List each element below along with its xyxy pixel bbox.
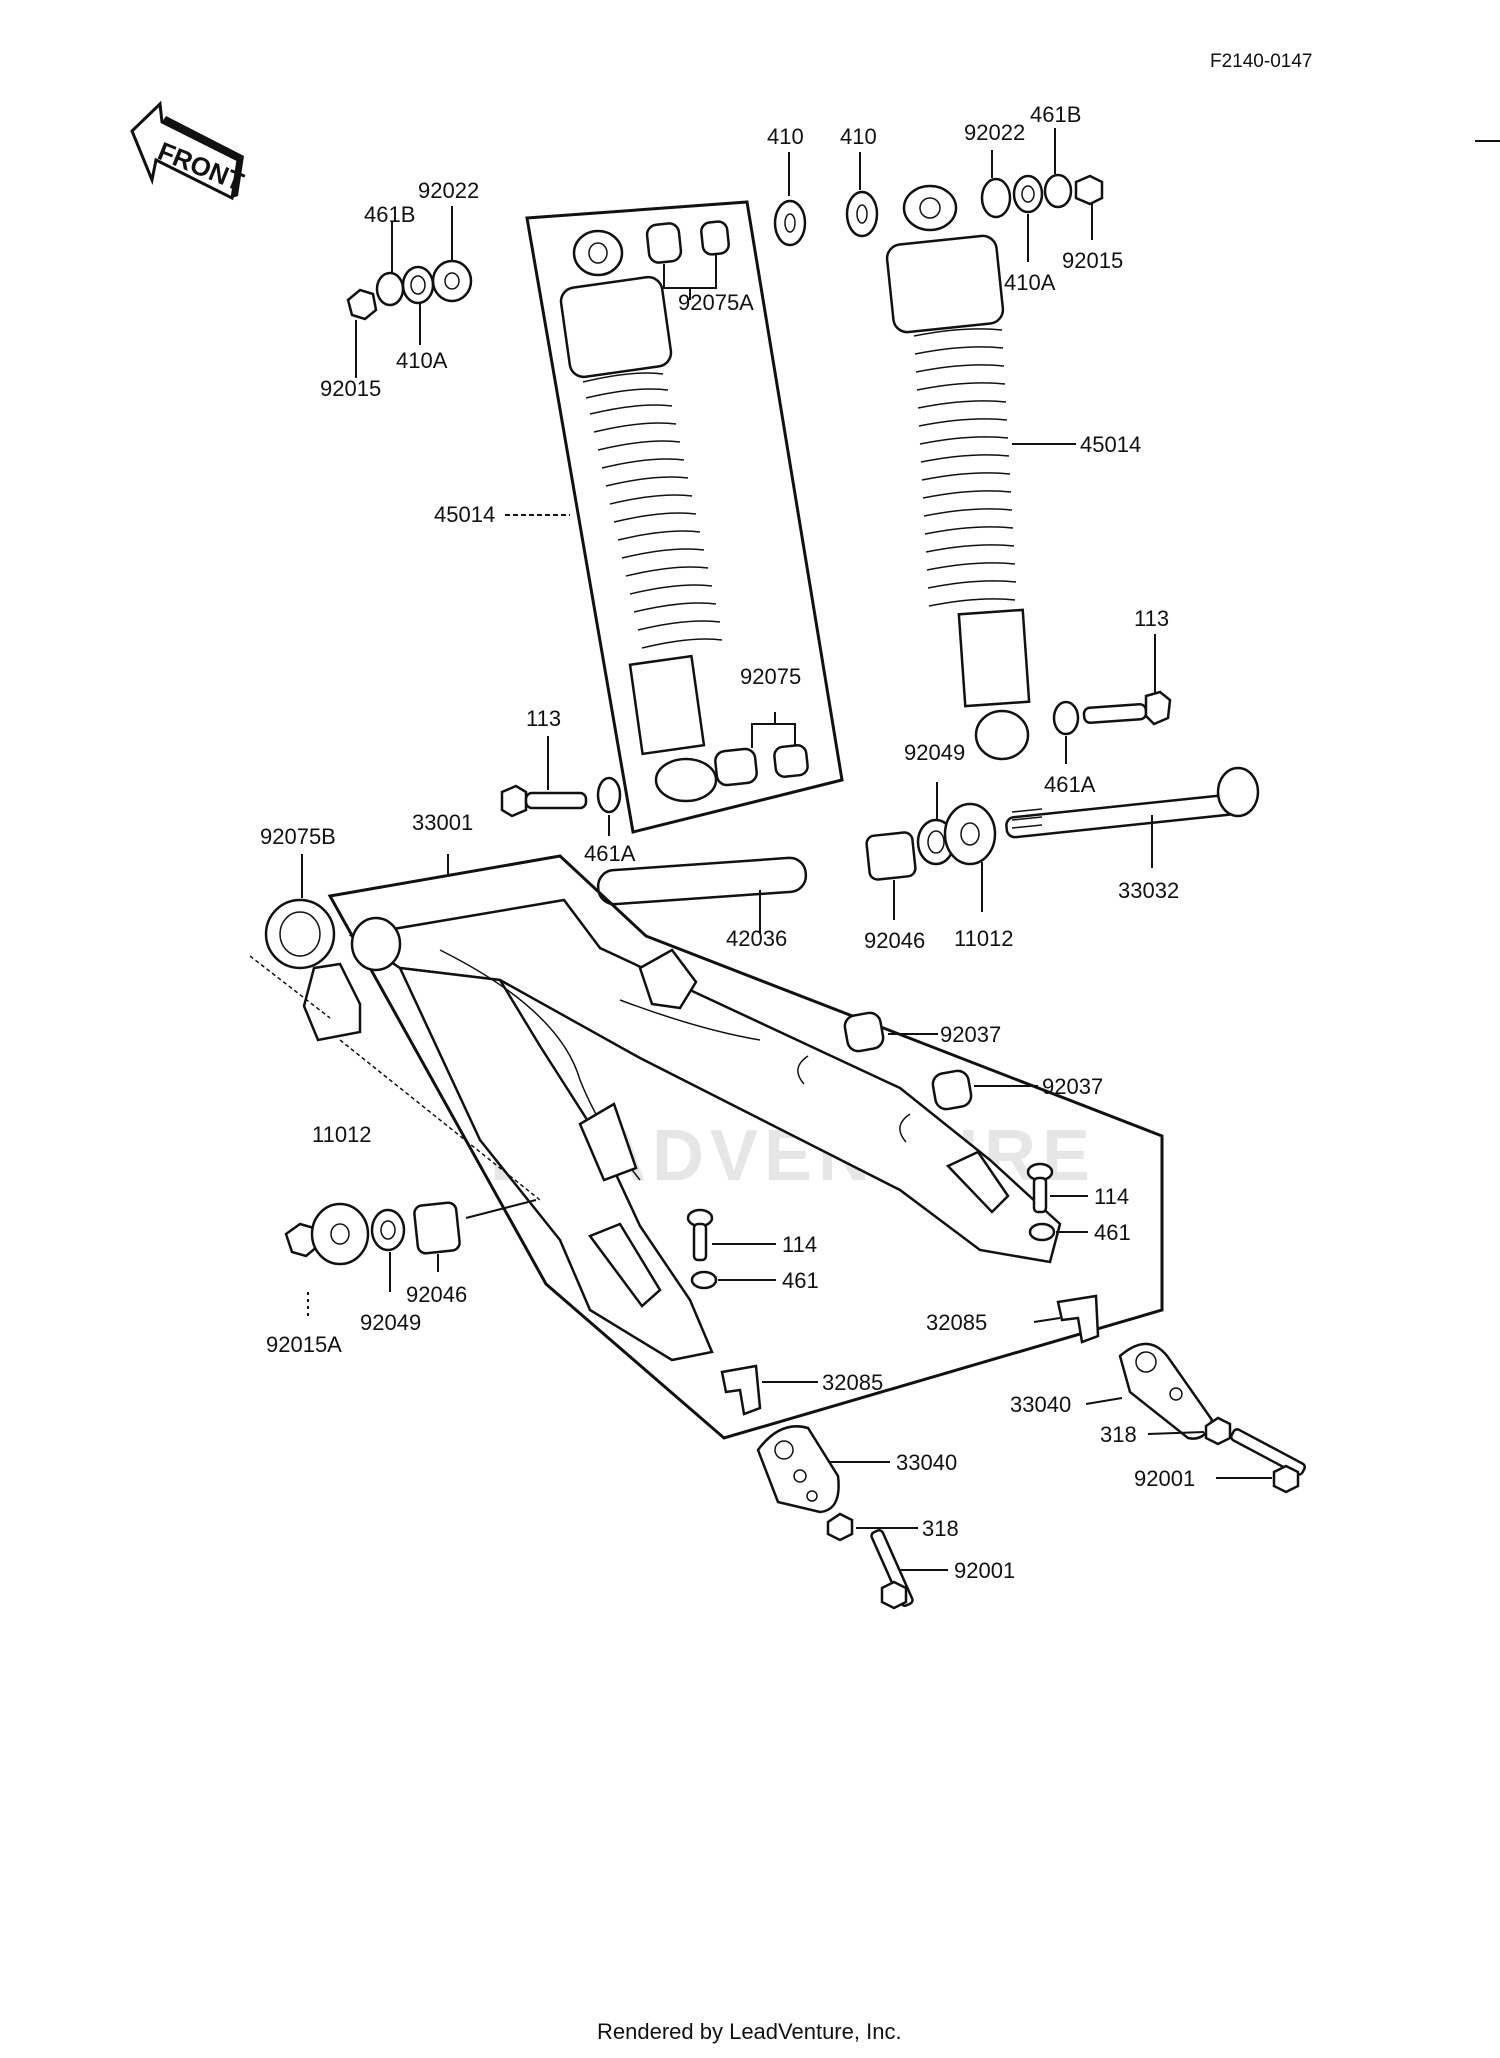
callout-33001: 33001 <box>412 810 473 835</box>
nut-318-left <box>826 1512 854 1542</box>
bracket-32085-right <box>1056 1294 1100 1344</box>
washer-461-left <box>690 1270 718 1290</box>
callout-42036: 42036 <box>726 926 787 951</box>
bracket-32085-left <box>720 1364 762 1416</box>
pivot-hardware-left <box>284 1201 461 1266</box>
pivot-hardware-right <box>865 802 997 881</box>
callout-461-left: 461 <box>782 1268 819 1293</box>
callout-33040-left: 33040 <box>896 1450 957 1475</box>
callout-92046-left: 92046 <box>406 1282 467 1307</box>
front-arrow-icon: FRONT <box>130 100 248 201</box>
bushing-92075 <box>714 744 809 787</box>
spacer-tube-42036 <box>596 856 808 906</box>
callout-114-left: 114 <box>782 1232 817 1257</box>
callout-410-a: 410 <box>767 124 804 149</box>
callout-92075: 92075 <box>740 664 801 689</box>
callout-32085-right: 32085 <box>926 1310 987 1335</box>
callout-113-right: 113 <box>1134 606 1169 631</box>
adjuster-33040-right <box>1118 1342 1214 1440</box>
bolt-92001-right <box>1230 1428 1306 1494</box>
callout-92015-left: 92015 <box>320 376 381 401</box>
bushing-92075A <box>645 220 730 264</box>
swingarm-33001 <box>348 898 1062 1362</box>
callout-113-left: 113 <box>526 706 561 731</box>
washer-461-right <box>1028 1222 1056 1242</box>
pivot-shaft-33032 <box>1005 766 1260 839</box>
callout-318-left: 318 <box>922 1516 959 1541</box>
callout-92037-b: 92037 <box>1042 1074 1103 1099</box>
callout-92022-left: 92022 <box>418 178 479 203</box>
callout-92022-right: 92022 <box>964 120 1025 145</box>
washer-461A-right <box>1052 700 1080 736</box>
callout-410-b: 410 <box>840 124 877 149</box>
callout-461A-left: 461A <box>584 841 636 866</box>
bolt-113-left <box>500 784 588 818</box>
adjuster-33040-left <box>756 1425 840 1514</box>
bolt-114-left <box>686 1208 714 1262</box>
callout-92046-right: 92046 <box>864 928 925 953</box>
callout-461B-right: 461B <box>1030 102 1081 127</box>
footer-text: Rendered by LeadVenture, Inc. <box>597 2019 902 2044</box>
callout-461-right: 461 <box>1094 1220 1131 1245</box>
callout-32085-left: 32085 <box>822 1370 883 1395</box>
bolt-113-right <box>1082 690 1172 726</box>
callout-92049-right: 92049 <box>904 740 965 765</box>
bolt-92001-left <box>870 1529 914 1610</box>
left-shock-absorber <box>559 229 723 803</box>
swingarm-frame <box>327 854 1164 1440</box>
callout-114-right: 114 <box>1094 1184 1129 1209</box>
callout-461A-right: 461A <box>1044 772 1096 797</box>
callout-45014-right: 45014 <box>1080 432 1141 457</box>
callout-92001-left: 92001 <box>954 1558 1015 1583</box>
bracket-92075B <box>264 898 362 1042</box>
right-shock-absorber <box>885 184 1031 761</box>
callout-33032: 33032 <box>1118 878 1179 903</box>
callout-92015-right: 92015 <box>1062 248 1123 273</box>
diagram-code: F2140-0147 <box>1210 51 1312 72</box>
callout-410A-left: 410A <box>396 348 448 373</box>
washer-461A-left <box>596 776 622 814</box>
bolt-114-right <box>1026 1162 1054 1214</box>
callout-92075A: 92075A <box>678 290 754 315</box>
callout-33040-right: 33040 <box>1010 1392 1071 1417</box>
callout-461B-left: 461B <box>364 202 415 227</box>
callout-11012-left: 11012 <box>312 1122 372 1147</box>
callout-92001-right: 92001 <box>1134 1466 1195 1491</box>
left-shock-frame <box>525 200 844 834</box>
nut-318-right <box>1204 1416 1232 1446</box>
callout-92075B: 92075B <box>260 824 336 849</box>
callout-92037-a: 92037 <box>940 1022 1001 1047</box>
callout-92049-left: 92049 <box>360 1310 421 1335</box>
callout-45014-left: 45014 <box>434 502 495 527</box>
washers-410 <box>773 190 879 247</box>
right-hardware-stack <box>980 173 1104 219</box>
callout-92015A: 92015A <box>266 1332 342 1357</box>
callout-318-right: 318 <box>1100 1422 1137 1447</box>
callout-410A-right: 410A <box>1004 270 1056 295</box>
bushings-92037 <box>843 1011 973 1111</box>
left-hardware-stack <box>346 259 473 321</box>
callout-11012-right: 11012 <box>954 926 1014 951</box>
